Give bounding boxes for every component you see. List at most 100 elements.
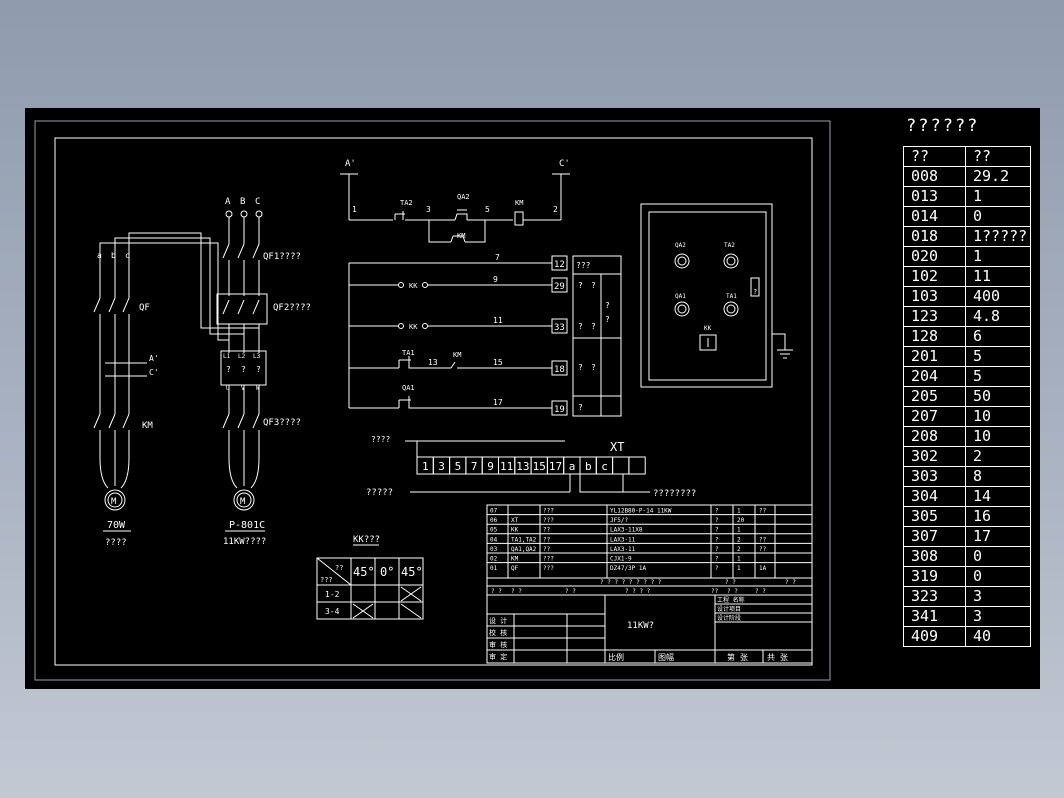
parameter-code: 128 [903,326,966,347]
qf-label: QF [139,303,150,313]
bom-cell: 1 [737,556,741,563]
bom-cell: LAX3-11X8 [610,527,643,534]
bom-header: ? ? [565,588,576,595]
bom-header: ? ? ? ? ? ? ? ? ? [600,579,662,586]
terminal-cell-label: b [585,460,592,473]
switch-label: KK [704,325,712,332]
footer-label: 比例 [608,652,624,662]
meter-terminal: W [256,385,260,392]
bom-cell: ??? [543,517,554,524]
bom-cell: 2 [737,546,741,553]
device-label: KK [409,323,418,331]
terminal-number: 18 [554,365,565,375]
meter-terminal: ? [226,365,231,374]
bom-cell: TA1,TA2 [511,536,537,543]
bom-cell: 07 [490,508,498,515]
parameter-value: 0 [965,206,1031,227]
motor-rating: 70W [107,520,126,531]
bom-cell: QA1,QA2 [511,546,537,553]
motor-note: ???? [105,538,127,548]
title-role: 审 核 [489,640,507,649]
side-label: ? [605,315,610,324]
phase-label: c [125,251,130,260]
terminal-number: 19 [554,405,565,415]
ct-label: A' [149,354,159,363]
kk-angle: 0° [380,565,394,579]
bom-cell: 04 [490,536,498,543]
terminal-strip-bottom-left: ????? [366,488,393,498]
cad-viewport[interactable]: A B C QF1???? QF2???? L1 L2 L3 ? ? ? U V… [25,108,1040,689]
title-role: 设 计 [489,616,507,625]
parameter-code: 008 [903,166,966,187]
bom-cell: 2 [737,536,741,543]
bom-cell: XT [511,517,519,524]
project-label: 工程 名称 [717,596,745,604]
kk-switch-table: KK??? ?? ??? 45° 0° 45° 1-2 3-4 [316,535,424,620]
kk-table-title: KK??? [353,535,380,545]
bom-header: ? ? ? ? [625,588,651,595]
panel-layout: QA2 TA2 ? QA1 TA1 KK [640,203,793,388]
parameter-value: 3 [965,586,1031,607]
device-label: TA2 [400,199,413,207]
parameter-header-row: ???? [903,146,1031,167]
parameter-value: 16 [965,506,1031,527]
bom-cell: CJX1-9 [610,556,632,563]
parameter-code: 014 [903,206,966,227]
side-label: ? [605,301,610,310]
parameter-code: 205 [903,386,966,407]
node-label: 1 [352,205,357,214]
selector-switch [699,334,717,351]
breaker-qf3-label: QF3???? [263,418,301,428]
side-label: ? [578,403,583,412]
parameter-value: 3 [965,606,1031,627]
side-label: ??? [576,261,591,270]
side-label: ? [578,281,583,290]
terminal-cell [628,456,646,475]
parameter-code: 302 [903,446,966,467]
title-role: 校 核 [489,628,507,637]
bom-cell: ?? [759,508,767,515]
parameter-code: 207 [903,406,966,427]
bom-cell: DZ47/3P 1A [610,565,647,572]
bom-cell: ?? [543,527,551,534]
parameter-value: 1????? [965,226,1031,247]
terminal-cell-label: 9 [487,460,494,473]
parameter-code: 307 [903,526,966,547]
bom-header: ? ? [491,588,502,595]
parameter-code: 020 [903,246,966,267]
bom-cell: 01 [490,565,498,572]
parameter-code: 409 [903,626,966,647]
parameter-value: 1 [965,186,1031,207]
drawing-title: 11KW? [627,621,654,631]
bom-cell: ?? [543,536,551,543]
terminal-cell-label: 5 [455,460,462,473]
parameter-value: 2 [965,446,1031,467]
kk-row-label: 1-2 [325,590,340,599]
node-label: 2 [553,205,558,214]
panel-button [723,253,739,269]
parameter-value: 14 [965,486,1031,507]
meter-terminal: U [226,385,230,392]
parameter-value: 10 [965,406,1031,427]
motor-model: P-801C [229,520,265,531]
motor-symbol [233,489,255,511]
power-circuit: A B C QF1???? QF2???? L1 L2 L3 ? ? ? U V… [93,197,311,548]
parameter-code: 341 [903,606,966,627]
terminal-strip-left-label: ???? [371,435,390,444]
footer-label: 图幅 [658,652,674,662]
bom-cell: 05 [490,527,498,534]
panel-button-label: QA1 [675,293,686,300]
breaker-qf1-label: QF1???? [263,252,301,262]
node-label: 11 [493,316,503,325]
bom-cell: ? [715,536,719,543]
parameter-code: 304 [903,486,966,507]
bom-cell: 1 [737,508,741,515]
